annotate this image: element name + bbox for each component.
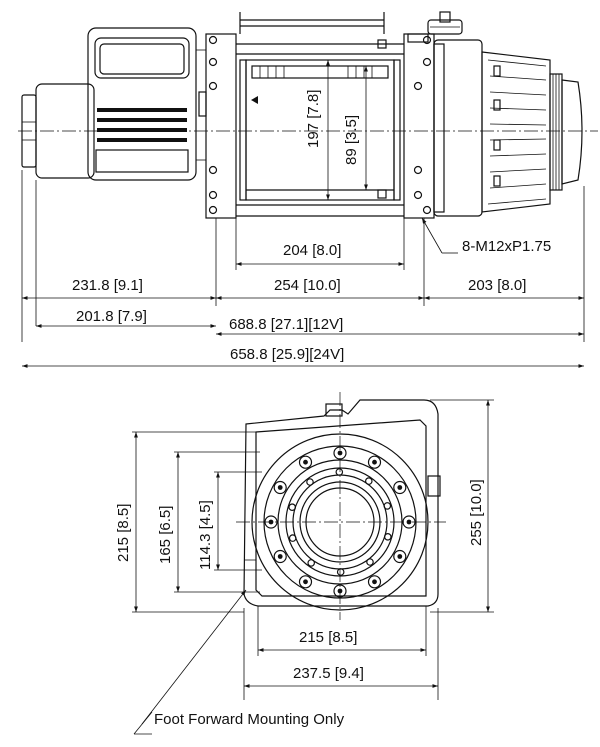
dim-203: 203 [8.0] bbox=[468, 277, 526, 294]
dim-165: 165 [6.5] bbox=[157, 506, 174, 564]
dim-215-horiz: 215 [8.5] bbox=[299, 629, 357, 646]
side-extension-lines bbox=[21, 170, 585, 342]
dim-254: 254 [10.0] bbox=[274, 277, 341, 294]
bolt-head bbox=[397, 554, 403, 559]
bolt-head bbox=[277, 554, 283, 559]
motor-body bbox=[87, 27, 206, 181]
side-horizontal-dims bbox=[22, 262, 584, 368]
bolt-head bbox=[303, 459, 308, 465]
bolt-hole bbox=[288, 534, 297, 542]
dim-204: 204 [8.0] bbox=[283, 242, 341, 259]
bolt-callout: 8-M12xP1.75 bbox=[421, 217, 551, 255]
gearbox-housing bbox=[427, 11, 483, 217]
end-dims bbox=[134, 400, 490, 688]
bolt-hole bbox=[298, 455, 313, 469]
dim-255: 255 [10.0] bbox=[468, 479, 485, 546]
dim-197: 197 [7.8] bbox=[305, 90, 322, 148]
bolt-hole bbox=[366, 558, 374, 566]
end-extension-lines bbox=[132, 399, 494, 700]
brake-housing bbox=[481, 51, 583, 213]
bolt-hole bbox=[383, 532, 392, 541]
note-leader bbox=[133, 589, 247, 735]
bolt-hole bbox=[335, 468, 344, 476]
right-tie-plate bbox=[403, 33, 435, 219]
bolt-hole bbox=[393, 480, 407, 495]
bolt-hole bbox=[273, 549, 287, 564]
bolt-hole bbox=[367, 575, 382, 589]
bolt-hole bbox=[393, 549, 407, 564]
bolt-callout-text: 8-M12xP1.75 bbox=[462, 238, 551, 255]
bolt-hole bbox=[383, 502, 392, 510]
dim-201: 201.8 [7.9] bbox=[76, 308, 147, 325]
bolt-hole bbox=[367, 455, 382, 469]
motor-endcap bbox=[21, 83, 95, 179]
bolt-head bbox=[277, 485, 283, 490]
mounting-note: Foot Forward Mounting Only bbox=[154, 711, 345, 728]
bolt-hole bbox=[298, 575, 313, 589]
bolt-hole bbox=[306, 478, 314, 486]
bolt-hole bbox=[307, 559, 316, 567]
dim-89: 89 [3.5] bbox=[343, 115, 360, 165]
side-view: 197 [7.8] 89 [3.5] 8-M12xP1. bbox=[18, 11, 598, 368]
bolt-hole bbox=[288, 503, 297, 512]
dim-658: 658.8 [25.9][24V] bbox=[230, 346, 344, 363]
side-vertical-dims: 197 [7.8] 89 [3.5] bbox=[305, 59, 368, 200]
end-view: 215 [8.5] 165 [6.5] 114.3 [4.5] 255 [10.… bbox=[115, 392, 494, 735]
end-housing bbox=[243, 399, 441, 607]
dim-215-vert: 215 [8.5] bbox=[115, 504, 132, 562]
bolt-head bbox=[372, 459, 377, 465]
left-tie-plate bbox=[198, 33, 237, 219]
bolt-head bbox=[397, 485, 403, 490]
bolt-head bbox=[372, 579, 377, 585]
bolt-hole bbox=[364, 477, 373, 485]
bolt-hole bbox=[336, 568, 345, 576]
bolt-hole bbox=[273, 480, 287, 495]
dim-114: 114.3 [4.5] bbox=[197, 500, 214, 570]
drum-area bbox=[236, 12, 429, 217]
dim-688: 688.8 [27.1][12V] bbox=[229, 316, 343, 333]
bolt-head bbox=[303, 579, 308, 585]
dim-237: 237.5 [9.4] bbox=[293, 665, 364, 682]
dim-231: 231.8 [9.1] bbox=[72, 277, 143, 294]
